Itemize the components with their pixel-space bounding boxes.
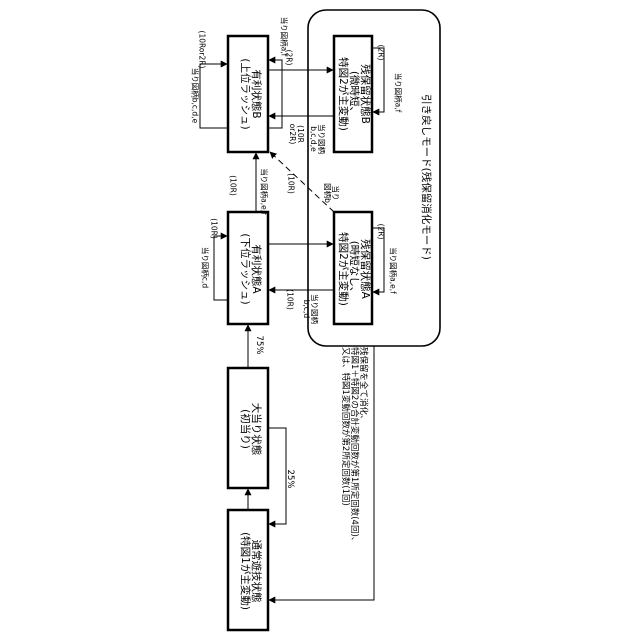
loop-favorable-a [214, 236, 228, 300]
jackpot-state-label: 大当り状態 (初当り) [235, 369, 261, 489]
normal-state-label: 通常遊技状態 (特図1が主変動) [235, 511, 261, 631]
favorable-a-self-rounds: (10R) [209, 214, 218, 244]
exit-condition-line-1: 残保留を全て消化、 [358, 347, 367, 607]
pullback-mode-label: 引き戻しモード(残保留消化モード) [417, 57, 431, 297]
loop-favorable-b-left [200, 64, 228, 128]
favorable-a-state-detail: (下位ラッシュ) [239, 209, 250, 329]
hold-a-state-name: 残保留状態A [359, 209, 370, 329]
hold-b-state-detail-1: (微時短、 [348, 34, 359, 154]
hold-a-to-favorable-b-symbol-2: 図柄b [323, 181, 331, 205]
hold-b-to-favorable-b-rounds-2: or2R) [288, 121, 296, 147]
probability-75: 75% [253, 330, 263, 360]
hold-a-to-favorable-a-symbol-1: 当り図柄 [310, 291, 318, 327]
jackpot-state-name: 大当り状態 [250, 369, 261, 489]
favorable-a-to-b-symbol: 当り図柄a,e,f [259, 159, 268, 225]
hold-b-state-name: 残保留状態B [359, 34, 370, 154]
normal-state-name: 通常遊技状態 [250, 511, 261, 631]
jackpot-state-detail: (初当り) [239, 369, 250, 489]
hold-a-to-favorable-b-symbol: 当り 図柄b [321, 181, 339, 205]
favorable-a-state-name: 有利状態A [250, 209, 261, 329]
favorable-b-state-detail: (上位ラッシュ) [239, 34, 250, 154]
hold-b-to-favorable-b-rounds: (10R or2R) [286, 121, 304, 147]
favorable-a-self-symbol: 当り図柄c,d [200, 233, 209, 303]
hold-a-self-rounds: (2R) [376, 219, 385, 245]
hold-b-to-favorable-b-symbol: 当り図柄 b,c,d,e [307, 119, 325, 159]
hold-a-state-detail-2: 特図2が主変動) [337, 209, 348, 329]
normal-state-detail: (特図1が主変動) [239, 511, 250, 631]
favorable-b-self-symbol: 当り図柄b,c,d,e [190, 56, 199, 136]
hold-a-state-label: 残保留状態A (時短なし、 特図2が主変動) [336, 209, 370, 329]
exit-condition-note: 残保留を全て消化、 特図1＋特図2の合計変動回数が第1所定回数(4回)、 又は、… [333, 347, 367, 607]
favorable-a-state-label: 有利状態A (下位ラッシュ) [235, 209, 261, 329]
hold-b-self-rounds: (2R) [376, 40, 385, 66]
hold-a-to-favorable-a-symbol: 当り図柄 b,c,d [300, 291, 318, 327]
favorable-b-state-name: 有利状態B [250, 34, 261, 154]
hold-b-to-favorable-b-symbol-1: 当り図柄 [317, 119, 325, 159]
hold-b-state-label: 残保留状態B (微時短、 特図2が主変動) [336, 34, 370, 154]
exit-condition-line-2: 特図1＋特図2の合計変動回数が第1所定回数(4回)、 [349, 347, 358, 607]
favorable-b-state-label: 有利状態B (上位ラッシュ) [235, 34, 261, 154]
hold-b-to-favorable-b-symbol-2: b,c,d,e [309, 119, 317, 159]
favorable-a-to-hold-a-rounds [284, 219, 293, 245]
hold-a-to-favorable-a-symbol-2: b,c,d [302, 291, 310, 327]
hold-a-to-favorable-b-rounds: (10R) [286, 169, 295, 199]
hold-a-to-favorable-a-rounds: (10R) [285, 285, 294, 315]
hold-a-to-favorable-b-symbol-1: 当り [331, 181, 339, 205]
favorable-b-to-hold-b-rounds: (2R) [284, 45, 293, 71]
hold-a-state-detail-1: (時短なし、 [348, 209, 359, 329]
hold-a-self-symbol: 当り図柄a,e,f [388, 239, 397, 303]
hold-b-to-favorable-b-rounds-1: (10R [296, 121, 304, 147]
hold-b-self-symbol: 当り図柄a,f [393, 66, 402, 120]
exit-condition-line-3: 又は、特図1変動回数が第2所定回数(1回) [340, 347, 349, 607]
hold-b-state-detail-2: 特図2が主変動) [337, 34, 348, 154]
probability-25: 25% [284, 464, 294, 494]
favorable-a-to-b-rounds: (10R) [228, 171, 237, 201]
